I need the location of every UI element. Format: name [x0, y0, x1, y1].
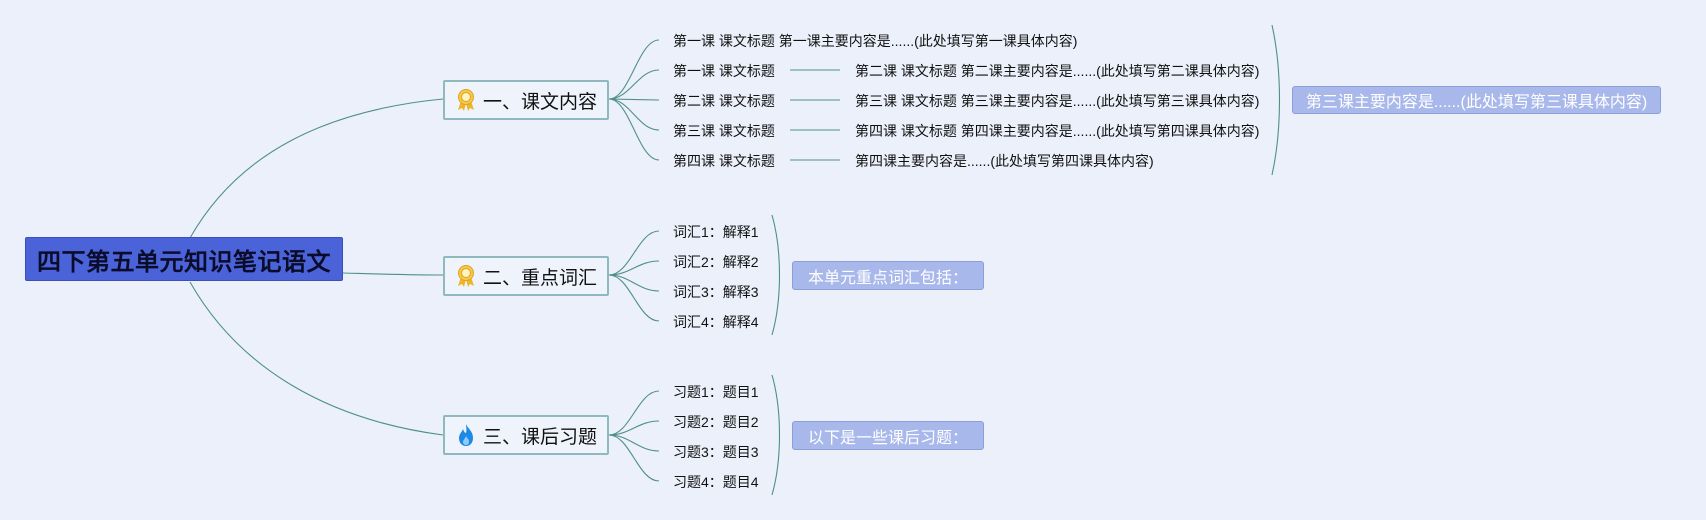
lesson-item[interactable]: 第一课 课文标题 第一课主要内容是......(此处填写第一课具体内容): [673, 33, 1078, 49]
branch-label: 三、课后习题: [482, 426, 597, 448]
branch-label: 二、重点词汇: [482, 267, 597, 289]
lesson-detail[interactable]: 第二课 课文标题 第二课主要内容是......(此处填写第二课具体内容): [855, 63, 1260, 79]
vocabulary-item[interactable]: 词汇2：解释2: [673, 254, 759, 270]
root-topic[interactable]: 四下第五单元知识笔记语文: [25, 237, 343, 281]
summary-lesson-content[interactable]: 第三课主要内容是......(此处填写第三课具体内容): [1292, 86, 1661, 114]
summary-label: 本单元重点词汇包括：: [807, 269, 968, 287]
lesson-item[interactable]: 第四课 课文标题: [673, 153, 775, 169]
award-ribbon-icon: [455, 264, 477, 288]
lesson-item[interactable]: 第一课 课文标题: [673, 63, 775, 79]
branch-lesson-content[interactable]: 一、课文内容: [443, 80, 609, 120]
branch-key-vocabulary[interactable]: 二、重点词汇: [443, 256, 609, 296]
connector-root-branch3: [189, 281, 444, 436]
lesson-detail[interactable]: 第三课 课文标题 第三课主要内容是......(此处填写第三课具体内容): [855, 93, 1260, 109]
summary-exercises[interactable]: 以下是一些课后习题：: [792, 421, 984, 450]
exercise-item[interactable]: 习题1：题目1: [673, 384, 759, 400]
connector-root-branch1: [189, 98, 444, 239]
vocabulary-item[interactable]: 词汇1：解释1: [673, 224, 759, 240]
vocabulary-item[interactable]: 词汇3：解释3: [673, 284, 759, 300]
exercise-item[interactable]: 习题2：题目2: [673, 414, 759, 430]
root-topic-label: 四下第五单元知识笔记语文: [37, 248, 331, 276]
lesson-detail[interactable]: 第四课主要内容是......(此处填写第四课具体内容): [855, 153, 1154, 169]
branch-label: 一、课文内容: [482, 91, 597, 113]
lesson-item[interactable]: 第二课 课文标题: [673, 93, 775, 109]
award-ribbon-icon: [455, 88, 477, 112]
exercise-item[interactable]: 习题3：题目3: [673, 444, 759, 460]
summary-label: 以下是一些课后习题：: [807, 429, 968, 447]
lesson-item[interactable]: 第三课 课文标题: [673, 123, 775, 139]
exercise-item[interactable]: 习题4：题目4: [673, 474, 759, 490]
summary-vocabulary[interactable]: 本单元重点词汇包括：: [792, 261, 984, 290]
flame-icon: [455, 423, 477, 447]
summary-label: 第三课主要内容是......(此处填写第三课具体内容): [1305, 94, 1648, 111]
connector-root-branch2: [342, 272, 444, 276]
vocabulary-item[interactable]: 词汇4：解释4: [673, 314, 759, 330]
branch-exercises[interactable]: 三、课后习题: [443, 415, 609, 455]
lesson-detail[interactable]: 第四课 课文标题 第四课主要内容是......(此处填写第四课具体内容): [855, 123, 1260, 139]
